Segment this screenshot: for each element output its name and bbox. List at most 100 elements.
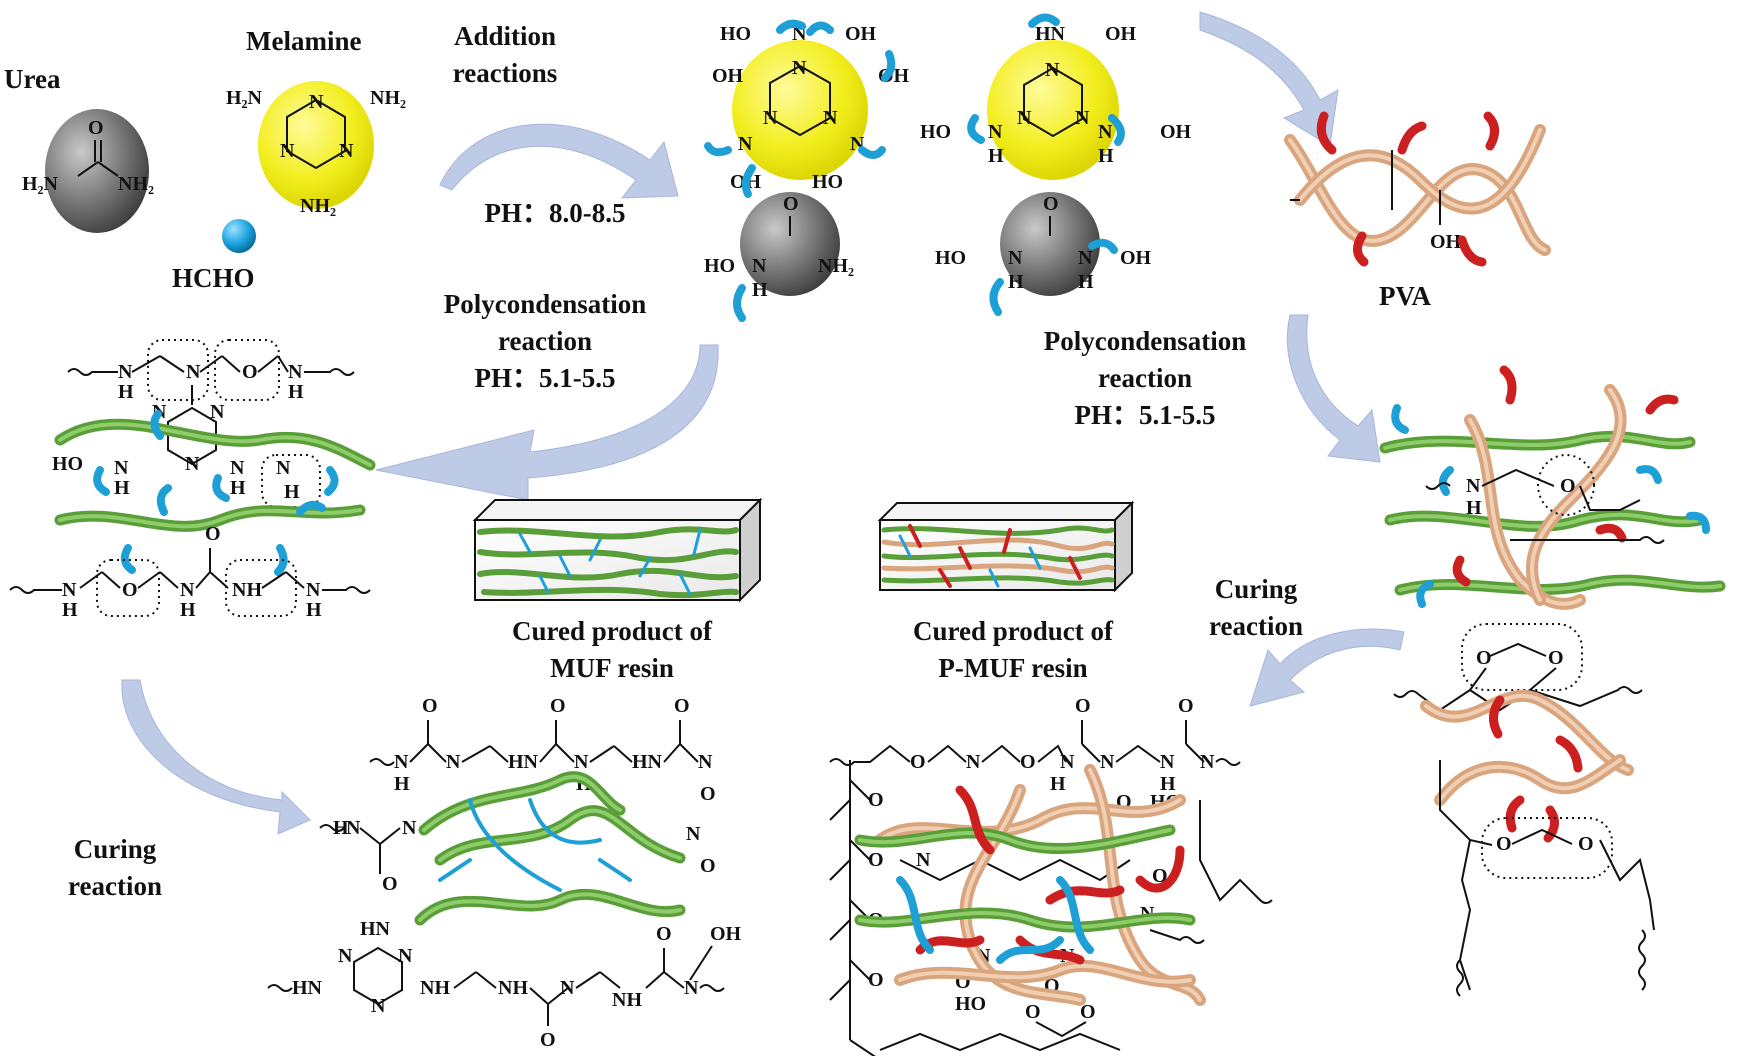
- svg-text:N: N: [276, 457, 291, 479]
- addition-label-line2: reactions: [453, 58, 557, 88]
- pmuf-cured-network: O O O N O N H N N H N HO O O O O O O O H…: [829, 695, 1273, 1056]
- svg-text:N: N: [339, 140, 354, 162]
- svg-text:H: H: [394, 773, 410, 795]
- hcho-sphere: [222, 219, 256, 253]
- svg-text:N: N: [398, 945, 413, 967]
- svg-text:N: N: [1100, 751, 1115, 773]
- svg-text:O: O: [1025, 1001, 1041, 1023]
- svg-text:H: H: [1466, 497, 1482, 519]
- svg-text:O: O: [1075, 695, 1091, 717]
- svg-text:O: O: [422, 695, 438, 717]
- svg-text:O: O: [122, 579, 138, 601]
- svg-text:H: H: [988, 145, 1004, 167]
- svg-text:O: O: [656, 923, 672, 945]
- muf-prepolymer: N H N O N H N N N HO N H N H N H: [9, 339, 376, 621]
- pmuf-label-line2: P-MUF resin: [938, 653, 1087, 683]
- svg-text:N: N: [988, 121, 1003, 143]
- svg-text:HN: HN: [508, 751, 539, 773]
- dimethylol-urea: O HO N N OH H H: [935, 192, 1152, 316]
- svg-text:HO: HO: [812, 171, 843, 193]
- svg-text:N: N: [684, 977, 699, 999]
- svg-text:O: O: [700, 855, 716, 877]
- svg-text:HO: HO: [920, 121, 951, 143]
- svg-text:O: O: [205, 523, 221, 545]
- svg-text:N: N: [698, 751, 713, 773]
- urea-sphere: [45, 109, 149, 233]
- curing-left-arrow: [121, 679, 311, 835]
- svg-text:N: N: [371, 995, 386, 1017]
- svg-text:OH: OH: [845, 23, 877, 45]
- svg-text:NH₂: NH₂: [118, 173, 154, 195]
- svg-text:N: N: [1017, 107, 1032, 129]
- svg-text:H: H: [752, 279, 768, 301]
- svg-text:N: N: [1008, 247, 1023, 269]
- svg-text:H: H: [114, 477, 130, 499]
- pva-acetal-structure: O O O O: [1393, 623, 1655, 997]
- svg-text:O: O: [700, 783, 716, 805]
- pmuf-label-line1: Cured product of: [913, 616, 1114, 646]
- svg-text:HO: HO: [52, 453, 83, 475]
- svg-text:N: N: [210, 401, 225, 423]
- svg-text:NH: NH: [612, 989, 642, 1011]
- svg-text:NH: NH: [232, 579, 262, 601]
- svg-text:O: O: [1560, 475, 1576, 497]
- svg-text:HN: HN: [292, 977, 323, 999]
- svg-text:HO: HO: [720, 23, 751, 45]
- svg-text:OH: OH: [710, 923, 742, 945]
- svg-text:N: N: [62, 579, 77, 601]
- svg-text:NH₂: NH₂: [300, 195, 336, 217]
- svg-text:N: N: [185, 453, 200, 475]
- svg-text:N: N: [686, 823, 701, 845]
- svg-text:O: O: [242, 361, 258, 383]
- svg-text:H: H: [333, 817, 349, 839]
- svg-text:N: N: [346, 817, 361, 839]
- pmuf-prepolymer: N H O: [1379, 365, 1726, 610]
- svg-text:HN: HN: [1035, 23, 1066, 45]
- svg-text:N: N: [916, 849, 931, 871]
- svg-text:NH₂: NH₂: [370, 87, 406, 109]
- muf-cured-box: [472, 497, 763, 603]
- muf-label-line2: MUF resin: [550, 653, 674, 683]
- svg-text:H: H: [284, 481, 300, 503]
- svg-text:H₂N: H₂N: [22, 173, 59, 195]
- svg-text:N: N: [763, 107, 778, 129]
- poly-left-ph: PH：5.1-5.5: [475, 363, 616, 393]
- svg-text:O: O: [382, 873, 398, 895]
- svg-text:N: N: [394, 751, 409, 773]
- svg-text:H: H: [1098, 145, 1114, 167]
- svg-text:H: H: [306, 599, 322, 621]
- svg-text:N: N: [1078, 247, 1093, 269]
- svg-text:N: N: [823, 107, 838, 129]
- svg-text:H: H: [288, 381, 304, 403]
- svg-text:NH₂: NH₂: [818, 255, 854, 277]
- svg-text:H: H: [1008, 271, 1024, 293]
- poly-left-line2: reaction: [498, 326, 592, 356]
- svg-text:N: N: [560, 977, 575, 999]
- svg-text:H: H: [1078, 271, 1094, 293]
- svg-text:H₂N: H₂N: [226, 87, 263, 109]
- svg-text:N: N: [180, 579, 195, 601]
- svg-text:O: O: [910, 751, 926, 773]
- svg-text:N: N: [306, 579, 321, 601]
- svg-text:N: N: [338, 945, 353, 967]
- muf-cured-network: N H O N HN O N H HN O N O N O H N O N HN: [267, 695, 742, 1051]
- poly-right-ph: PH：5.1-5.5: [1075, 400, 1216, 430]
- svg-text:N: N: [118, 361, 133, 383]
- svg-text:N: N: [574, 751, 589, 773]
- svg-text:OH: OH: [1430, 231, 1462, 253]
- curing-left-line2: reaction: [68, 871, 162, 901]
- melamine-molecule: N N N H₂N NH₂ NH₂: [226, 81, 406, 217]
- svg-text:HO: HO: [955, 993, 986, 1015]
- svg-text:N: N: [1075, 107, 1090, 129]
- svg-text:NH: NH: [498, 977, 528, 999]
- svg-text:H: H: [118, 381, 134, 403]
- svg-text:N: N: [288, 361, 303, 383]
- svg-text:O: O: [1548, 647, 1564, 669]
- svg-text:O: O: [550, 695, 566, 717]
- svg-text:N: N: [738, 133, 753, 155]
- svg-text:OH: OH: [1105, 23, 1137, 45]
- svg-text:HN: HN: [360, 918, 391, 940]
- svg-text:H: H: [180, 599, 196, 621]
- svg-text:HO: HO: [704, 255, 735, 277]
